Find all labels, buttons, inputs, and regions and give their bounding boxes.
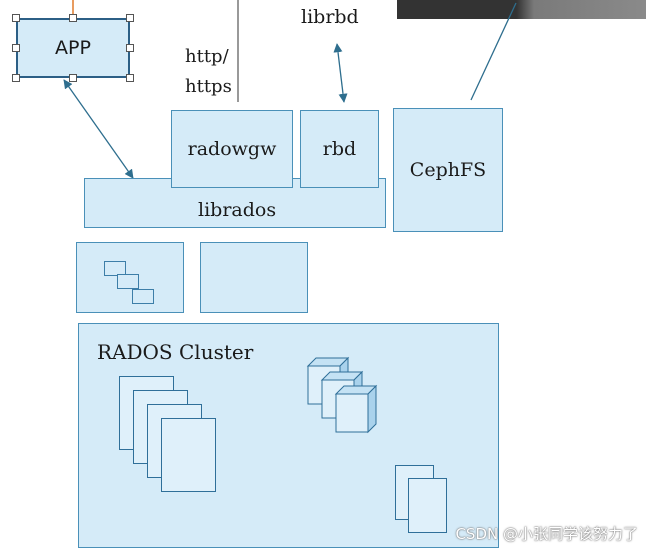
rbd-box[interactable]: rbd <box>300 110 379 188</box>
selection-handle[interactable] <box>126 44 134 52</box>
rados-cluster-title: RADOS Cluster <box>97 340 254 364</box>
cephfs-box[interactable]: CephFS <box>393 108 503 232</box>
object-icon <box>104 261 126 276</box>
watermark: CSDN @小张同学该努力了 <box>455 525 638 543</box>
selection-handle[interactable] <box>12 44 20 52</box>
app-librados-arrow <box>63 79 134 179</box>
selection-handle[interactable] <box>12 74 20 82</box>
protocol-label-line2: https <box>185 76 232 97</box>
app-label: APP <box>55 37 91 59</box>
document-icon <box>161 418 216 492</box>
selection-handle[interactable] <box>126 14 134 22</box>
selection-handle[interactable] <box>69 14 77 22</box>
top-bar <box>397 0 646 19</box>
rbd-label: rbd <box>322 138 357 160</box>
librbd-label: librbd <box>301 6 359 28</box>
object-icon <box>117 274 139 289</box>
empty-box[interactable] <box>200 242 308 313</box>
librados-label: librados <box>198 199 277 221</box>
storage-cubes-icon <box>306 356 378 434</box>
app-box[interactable]: APP <box>16 18 130 78</box>
librbd-rbd-arrow <box>333 43 348 103</box>
cephfs-line <box>470 2 517 101</box>
radosgw-box[interactable]: radowgw <box>171 110 293 188</box>
radosgw-label: radowgw <box>187 138 277 160</box>
object-icon <box>132 289 154 304</box>
protocol-label-line1: http/ <box>185 46 229 67</box>
selection-handle[interactable] <box>12 14 20 22</box>
document-icon <box>408 478 447 533</box>
cephfs-label: CephFS <box>409 159 487 181</box>
selection-handle[interactable] <box>126 74 134 82</box>
selection-handle[interactable] <box>69 74 77 82</box>
object-group-box[interactable] <box>76 242 184 313</box>
